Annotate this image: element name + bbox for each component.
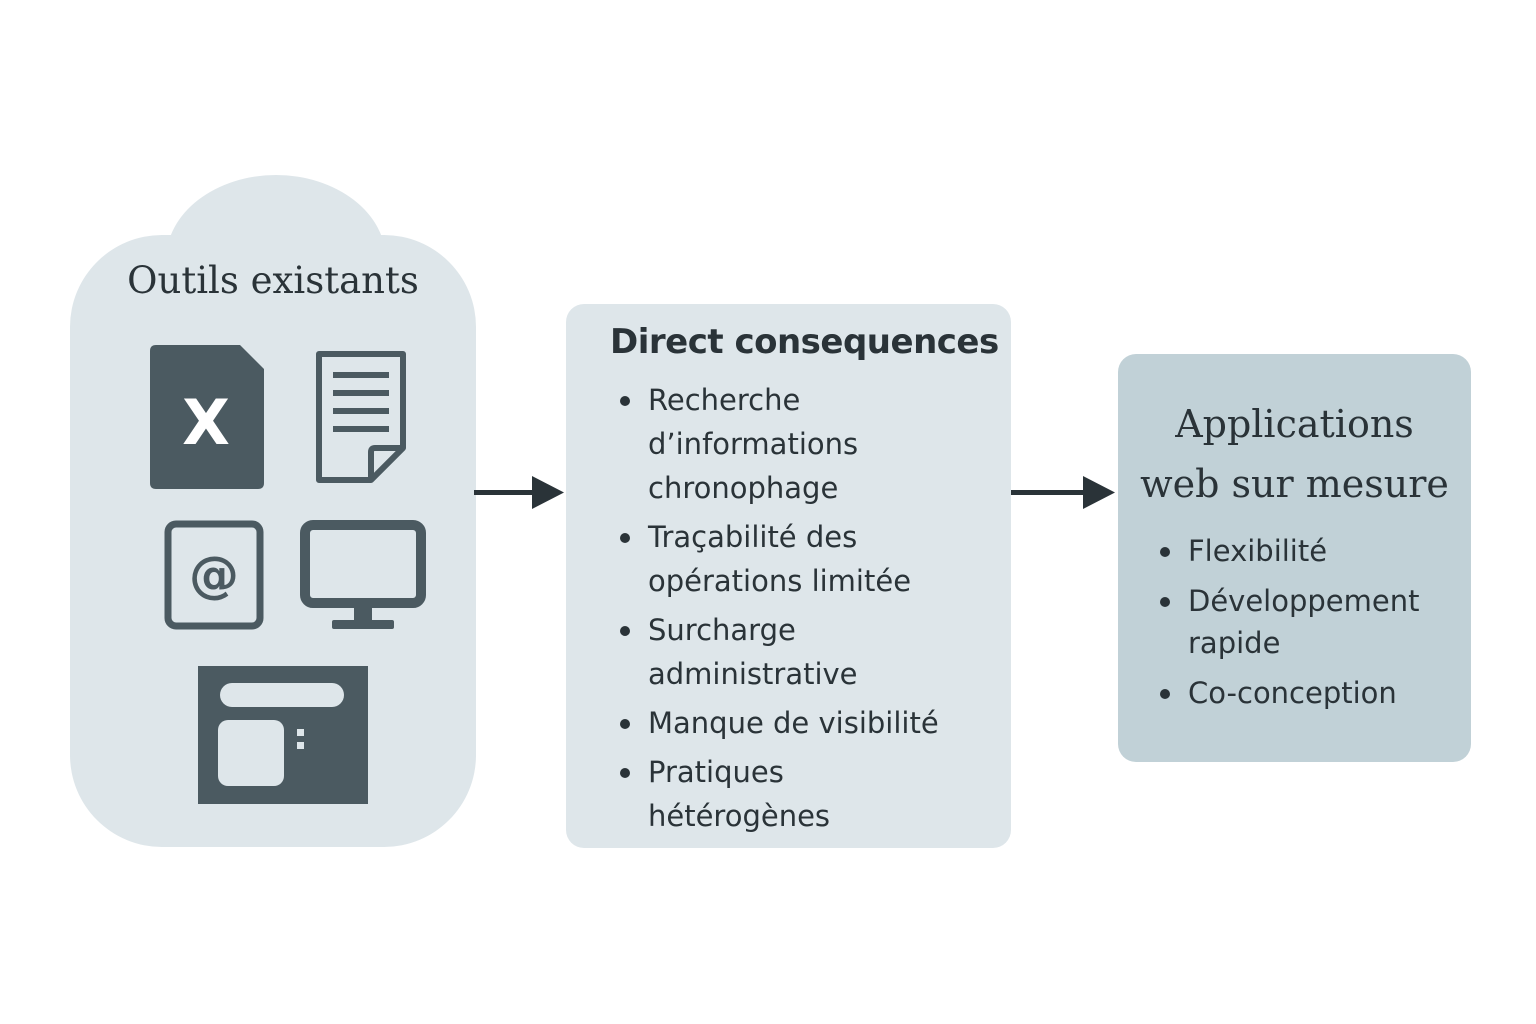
applications-title-line: web sur mesure xyxy=(1140,462,1449,506)
monitor-icon xyxy=(300,520,426,629)
list-item-line: hétérogènes xyxy=(648,799,831,833)
list-item: Manque de visibilité xyxy=(618,701,998,745)
list-item-line: rapide xyxy=(1188,626,1281,660)
list-item-line: chronophage xyxy=(648,471,839,505)
list-item-line: Développement xyxy=(1188,584,1420,618)
list-item: Recherche d’informations chronophage xyxy=(618,378,998,510)
list-item-line: Pratiques xyxy=(648,755,784,789)
list-item: Co-conception xyxy=(1158,672,1458,714)
list-item: Flexibilité xyxy=(1158,530,1458,572)
list-item-line: Recherche xyxy=(648,383,801,417)
applications-title: Applications web sur mesure xyxy=(1118,394,1471,514)
list-item-line: d’informations xyxy=(648,427,859,461)
consequences-title: Direct consequences xyxy=(610,322,999,362)
document-icon xyxy=(316,351,406,483)
list-item: Pratiques hétérogènes xyxy=(618,750,998,838)
list-item-line: Surcharge xyxy=(648,613,796,647)
consequences-list: Recherche d’informations chronophage Tra… xyxy=(618,378,998,843)
list-item-line: opérations limitée xyxy=(648,564,912,598)
list-item: Surcharge administrative xyxy=(618,608,998,696)
existing-tools-cloud: Outils existants X @ xyxy=(70,175,476,847)
list-item: Développement rapide xyxy=(1158,580,1458,664)
existing-tools-title: Outils existants xyxy=(127,259,419,302)
list-item-line: administrative xyxy=(648,657,858,691)
list-item-line: Co-conception xyxy=(1188,676,1397,710)
applications-box: Applications web sur mesure Flexibilité … xyxy=(1118,354,1471,762)
spreadsheet-icon: X xyxy=(150,345,264,489)
list-item: Traçabilité des opérations limitée xyxy=(618,515,998,603)
list-item-line: Flexibilité xyxy=(1188,534,1328,568)
consequences-box: Direct consequences Recherche d’informat… xyxy=(566,304,1011,848)
email-glyph: @ xyxy=(189,546,239,604)
spreadsheet-glyph: X xyxy=(182,386,230,459)
list-item-line: Traçabilité des xyxy=(648,520,858,554)
applications-title-line: Applications xyxy=(1175,402,1414,446)
window-app-icon xyxy=(198,666,368,804)
applications-list: Flexibilité Développement rapide Co-conc… xyxy=(1158,530,1458,722)
arrow-consequences-to-applications xyxy=(1011,476,1115,509)
email-icon: @ xyxy=(164,520,264,630)
arrow-tools-to-consequences xyxy=(474,476,564,509)
list-item-line: Manque de visibilité xyxy=(648,706,939,740)
